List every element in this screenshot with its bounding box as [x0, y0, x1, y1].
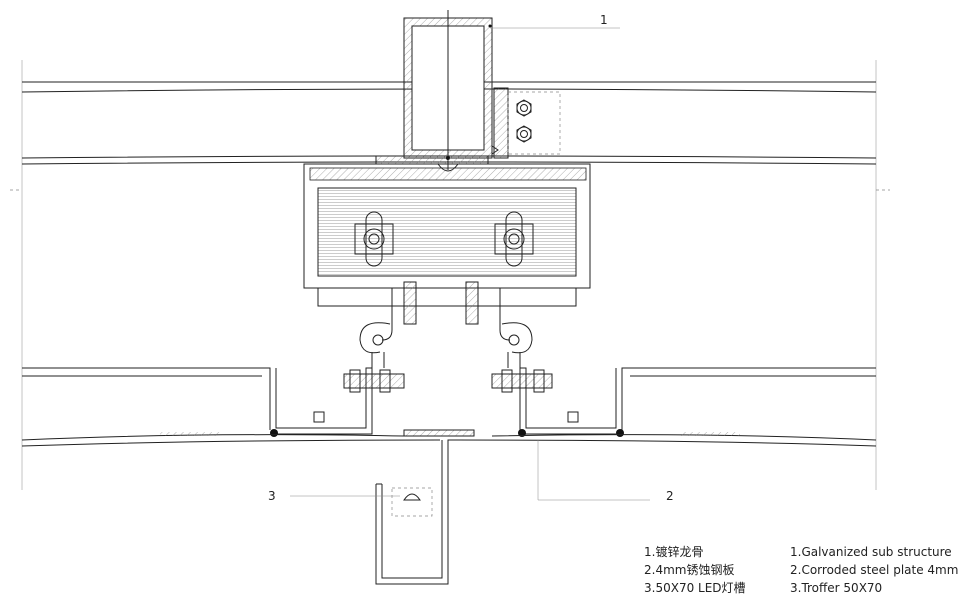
bottom-skin — [21, 429, 877, 447]
leader-lines — [290, 27, 650, 501]
frame-edges — [10, 60, 890, 490]
hook-clip-left — [359, 322, 391, 368]
slotted-bolt-icon — [494, 211, 534, 267]
bolt-bracket — [491, 87, 561, 159]
legend-en-2: 2.Corroded steel plate 4mm — [790, 563, 958, 577]
legend-en-1: 1.Galvanized sub structure — [790, 545, 952, 559]
legend: 1.镀锌龙骨 2.4mm锈蚀钢板 3.50X70 LED灯槽 1.Galvani… — [644, 545, 958, 595]
hanger-bolts — [381, 281, 511, 341]
main-bracket — [303, 163, 591, 307]
galvanized-tube — [403, 10, 493, 170]
legend-cn-3: 3.50X70 LED灯槽 — [644, 581, 746, 595]
legend-en-3: 3.Troffer 50X70 — [790, 581, 882, 595]
hook-clip-right — [501, 322, 533, 368]
callout-1: 1 — [600, 13, 608, 27]
nut-icon — [516, 99, 532, 117]
nut-icon — [516, 125, 532, 143]
panel-right — [518, 367, 876, 437]
callout-3: 3 — [268, 489, 276, 503]
troffer-channel — [375, 439, 456, 585]
side-bolt-right — [491, 369, 553, 393]
side-bolt-left — [343, 369, 405, 393]
slotted-bolt-icon — [354, 211, 394, 267]
legend-cn-1: 1.镀锌龙骨 — [644, 545, 703, 559]
legend-cn-2: 2.4mm锈蚀钢板 — [644, 563, 734, 577]
panel-left — [22, 367, 373, 437]
callout-2: 2 — [666, 489, 674, 503]
